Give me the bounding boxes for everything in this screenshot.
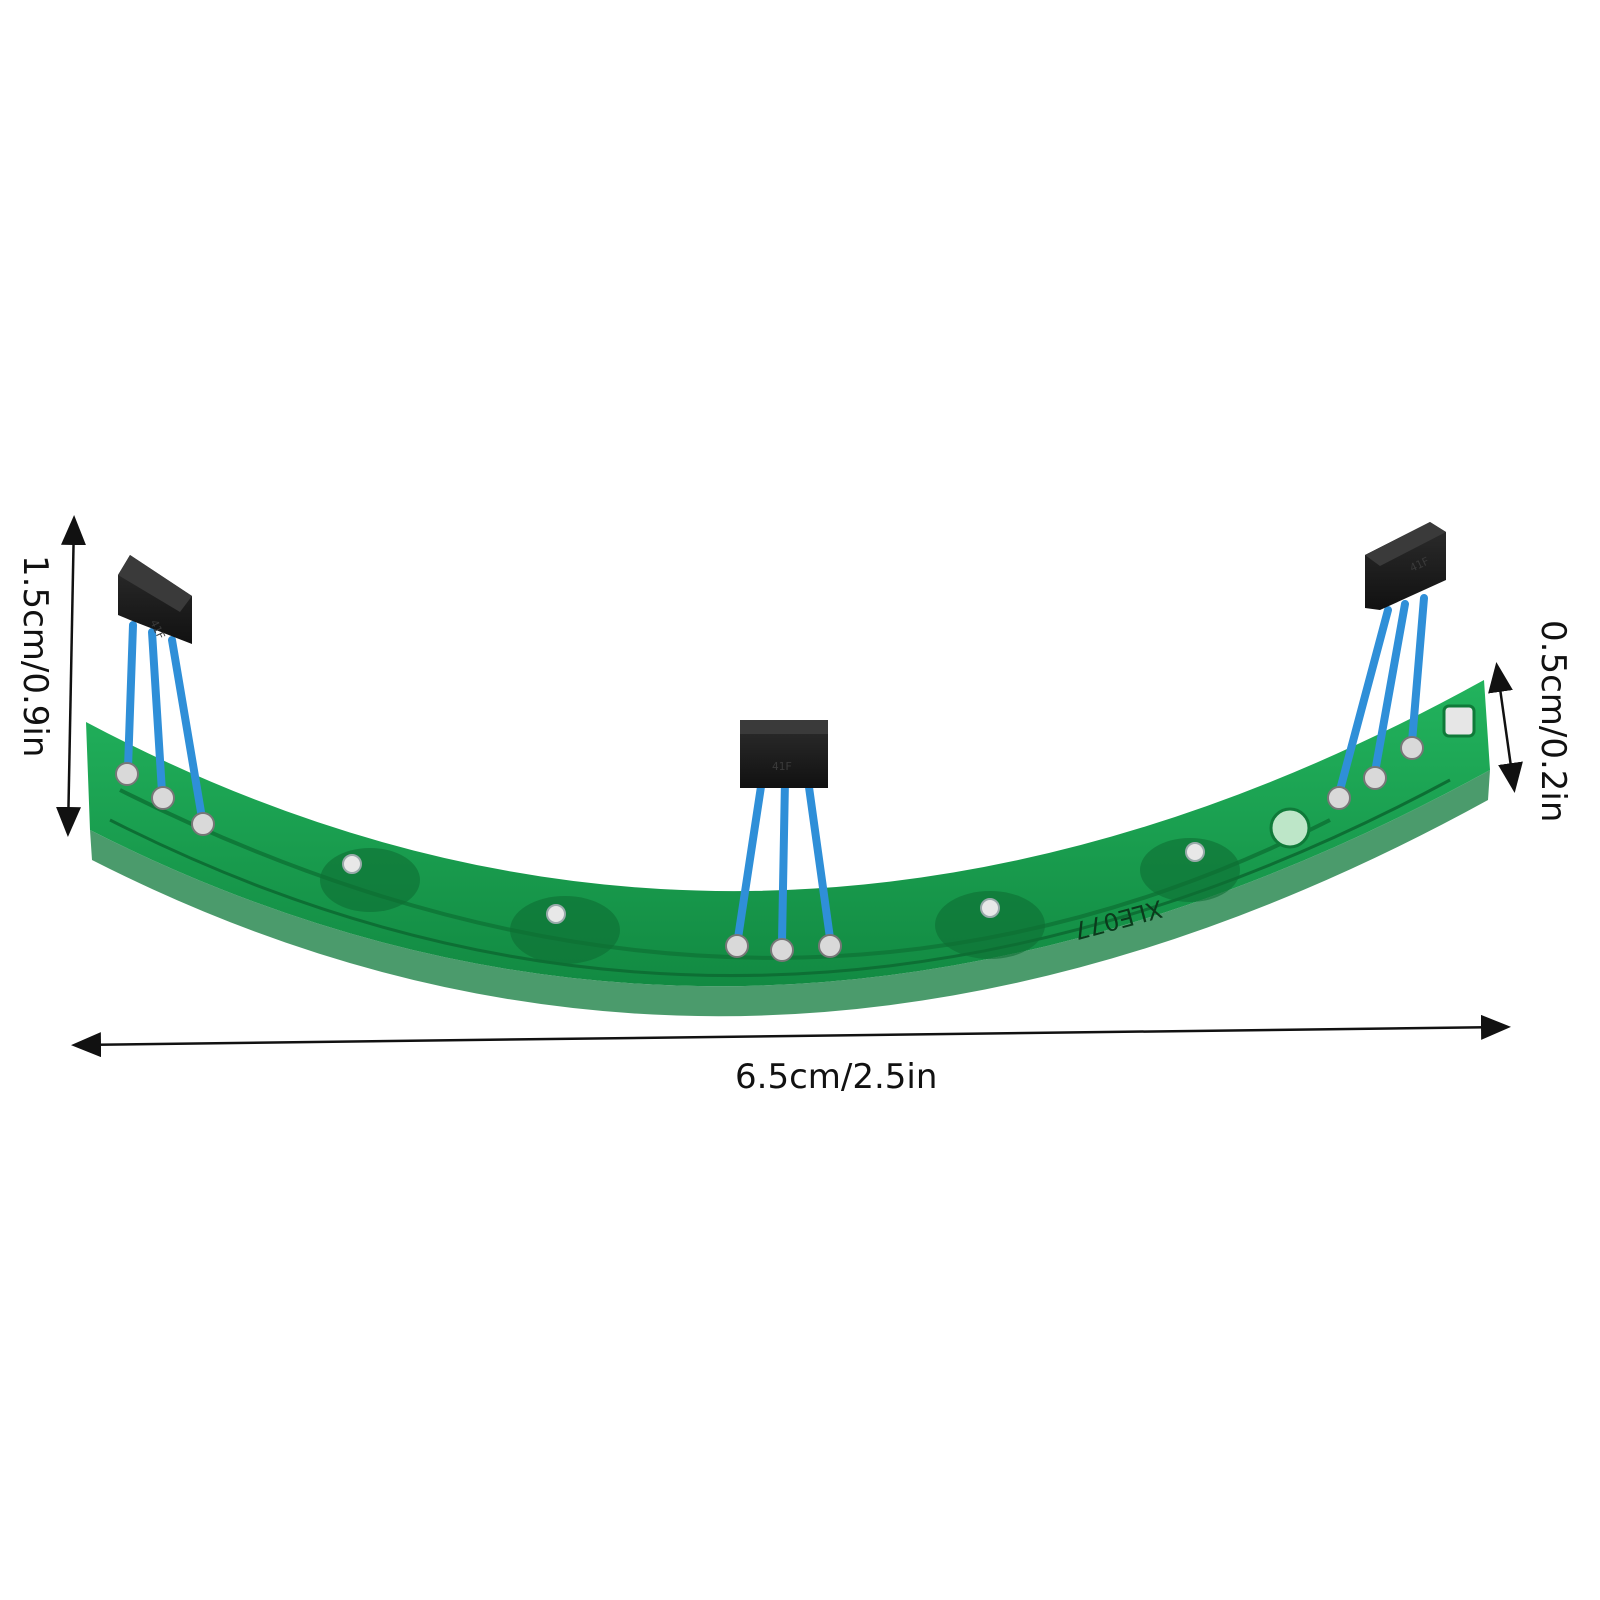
height-arrow <box>55 515 87 837</box>
hall-sensor-left: 41F <box>115 555 215 836</box>
width-label: 6.5cm/2.5in <box>735 1057 937 1097</box>
dimension-width: 6.5cm/2.5in <box>71 1014 1511 1097</box>
hall-sensor-center: 41F <box>725 720 842 962</box>
sensor-center-marking: 41F <box>772 760 792 773</box>
thickness-arrow <box>1488 662 1523 793</box>
height-label: 1.5cm/0.9in <box>15 555 55 757</box>
hall-sensor-right: 41F <box>1327 522 1446 810</box>
dimension-height: 1.5cm/0.9in <box>15 515 87 837</box>
thickness-label: 0.5cm/0.2in <box>1533 620 1573 822</box>
sensor-leads-left <box>115 621 215 836</box>
width-arrow <box>71 1014 1511 1058</box>
sensor-leads-right <box>1327 594 1428 810</box>
sensor-leads-center <box>725 776 842 962</box>
pcb-board: XLE077 <box>86 680 1490 1017</box>
dimension-thickness: 0.5cm/0.2in <box>1488 620 1573 822</box>
